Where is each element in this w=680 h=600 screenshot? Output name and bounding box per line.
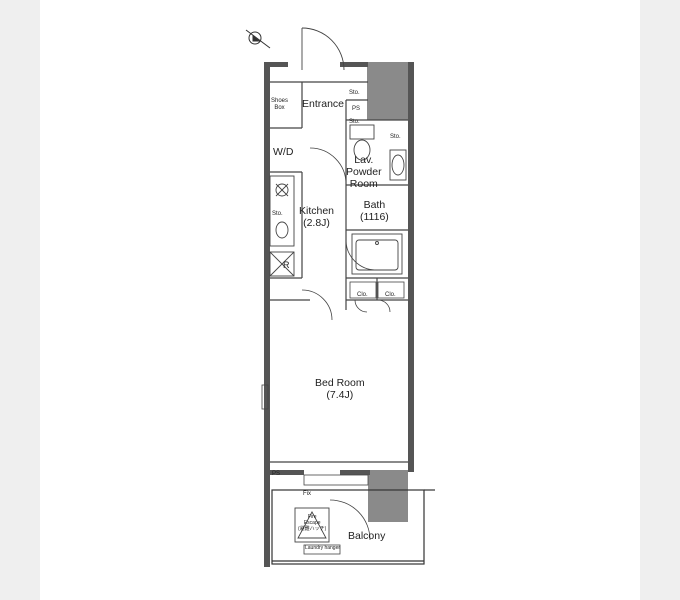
windows xyxy=(261,384,369,486)
label-ps-entrance: PS xyxy=(352,106,361,112)
balcony-outline xyxy=(271,489,435,565)
kitchen-counter xyxy=(269,175,295,277)
room-label-bedroom: Bed Room (7.4J) xyxy=(315,377,365,401)
label-sto-lav: Sto. xyxy=(349,119,360,125)
room-label-kitchen: Kitchen (2.8J) xyxy=(299,205,334,229)
lav-line-2: Powder xyxy=(346,166,382,179)
label-clo-left: Clo. xyxy=(357,292,368,298)
bedroom-name: Bed Room xyxy=(315,377,365,389)
label-sto-entrance: Sto. xyxy=(349,90,360,96)
exterior-walls xyxy=(264,62,414,567)
interior-walls xyxy=(270,81,408,463)
closets xyxy=(349,281,405,299)
room-label-balcony: Balcony xyxy=(348,530,386,542)
bedroom-size: (7.4J) xyxy=(326,389,354,402)
bath-size: (1116) xyxy=(360,211,389,224)
fire-escape-line-1: Fire xyxy=(307,514,317,520)
bathtub xyxy=(351,233,403,275)
label-fire-escape: Fire Escape (避難ハッチ) xyxy=(298,514,327,532)
room-label-wd: W/D xyxy=(273,146,294,158)
fire-escape-line-2: Escape xyxy=(303,519,321,526)
room-label-shoes-box: Shoes Box xyxy=(271,98,288,111)
label-sto-bath-side: Sto. xyxy=(390,134,401,140)
toilet xyxy=(349,124,375,161)
kitchen-name: Kitchen xyxy=(299,205,335,217)
label-laundry-hanger: Laundry hanger xyxy=(305,545,341,551)
label-fix: Fix xyxy=(303,491,311,497)
room-label-lav-powder-room: Lav. Powder Room xyxy=(346,154,382,190)
room-label-bath: Bath (1116) xyxy=(360,199,389,223)
label-ps-bedroom: PS xyxy=(272,471,281,477)
interior-doors xyxy=(301,147,391,541)
fire-escape-line-3: (避難ハッチ) xyxy=(298,525,327,532)
shaft-upper xyxy=(367,62,410,120)
kitchen-size: (2.8J) xyxy=(303,217,330,230)
laundry-hanger xyxy=(303,544,341,555)
floor-plan-drawing xyxy=(245,27,435,567)
lav-line-3: Room xyxy=(349,178,378,191)
shaft-lower xyxy=(368,470,408,522)
entrance-door xyxy=(301,27,345,71)
compass-north-arrow-icon xyxy=(245,29,271,49)
lavatory-sink xyxy=(389,149,407,181)
fire-escape-hatch xyxy=(294,507,330,543)
label-clo-right: Clo. xyxy=(385,292,396,298)
room-label-entrance: Entrance xyxy=(302,98,345,110)
label-sto-kitchen: Sto. xyxy=(272,211,283,217)
shoes-box-line-2: Box xyxy=(274,104,285,111)
lav-line-1: Lav. xyxy=(354,154,374,166)
shoes-box-line-1: Shoes xyxy=(271,98,289,104)
floor-plan-sheet: Entrance Shoes Box Sto. PS Sto. Sto. W/D… xyxy=(40,0,640,600)
label-refrigerator: R xyxy=(283,260,290,270)
bath-name: Bath xyxy=(363,199,386,211)
